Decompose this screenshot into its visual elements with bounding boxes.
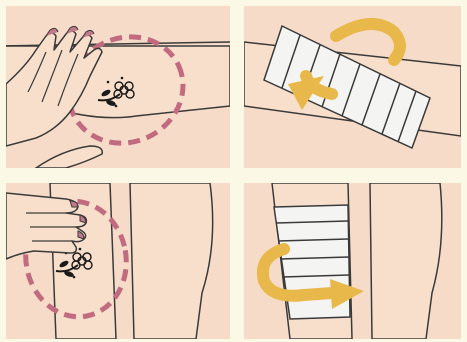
panel-divider-bottom — [230, 250, 240, 270]
panel-divider-top — [230, 72, 240, 92]
step-panel-3 — [6, 183, 230, 339]
step-panel-2 — [244, 6, 461, 168]
step-panel-4 — [244, 183, 461, 339]
step-1-illustration — [6, 6, 230, 168]
step-2-illustration — [244, 6, 461, 168]
step-panel-1 — [6, 6, 230, 168]
step-3-illustration — [6, 183, 230, 339]
step-4-illustration — [244, 183, 461, 339]
hand-icon — [6, 193, 86, 259]
